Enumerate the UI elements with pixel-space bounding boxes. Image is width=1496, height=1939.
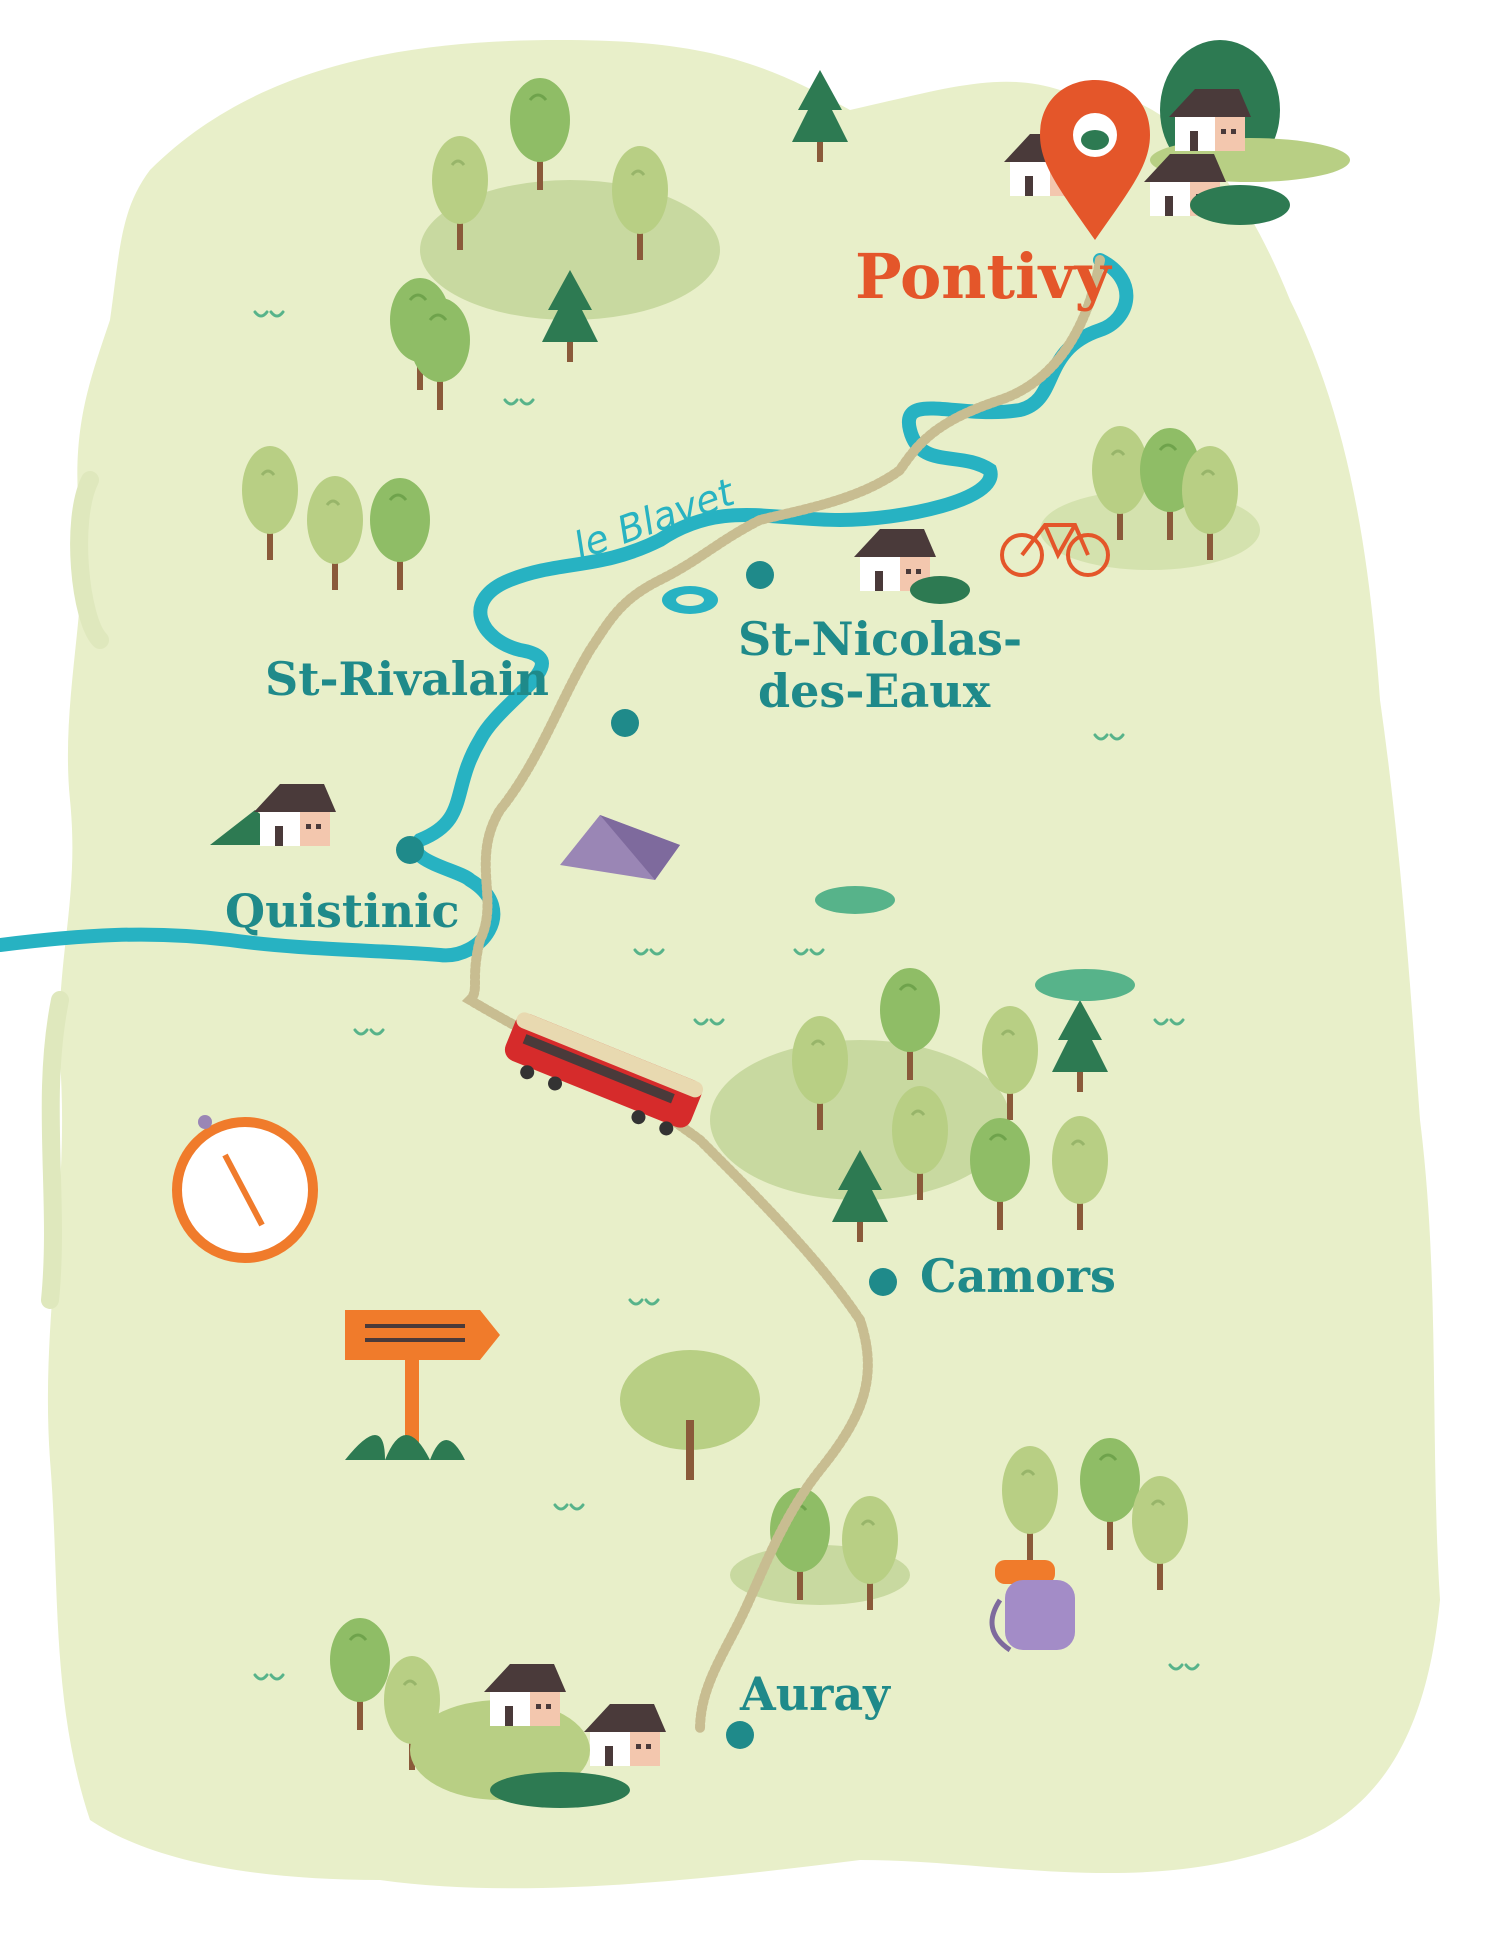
trees-south bbox=[328, 1350, 1190, 1772]
trees-east bbox=[1040, 424, 1260, 570]
river-loop-inner bbox=[676, 594, 704, 606]
railway bbox=[461, 255, 1105, 1735]
town-dot-auray bbox=[726, 1721, 754, 1749]
train-icon bbox=[504, 1012, 704, 1136]
town-label-st-nicolas-line2: des-Eaux bbox=[758, 664, 991, 718]
town-label-auray: Auray bbox=[739, 1667, 891, 1721]
town-dot-st-nicolas bbox=[746, 561, 774, 589]
compass-icon bbox=[172, 1115, 318, 1263]
forest-central bbox=[710, 966, 1110, 1242]
town-dot-quistinic bbox=[396, 836, 424, 864]
town-dot-camors bbox=[869, 1268, 897, 1296]
st-nicolas-house bbox=[854, 529, 970, 604]
town-dot-st-rivalain bbox=[611, 709, 639, 737]
town-label-quistinic: Quistinic bbox=[225, 884, 460, 938]
town-label-camors: Camors bbox=[920, 1249, 1116, 1303]
land-edge bbox=[41, 471, 109, 1309]
pontivy-village bbox=[1004, 40, 1350, 225]
quistinic-house bbox=[210, 784, 336, 846]
auray-village bbox=[410, 1664, 666, 1808]
hill bbox=[815, 886, 895, 914]
backpack-icon bbox=[989, 1560, 1075, 1653]
town-label-pontivy: Pontivy bbox=[855, 240, 1113, 313]
bicycle-icon bbox=[1000, 523, 1110, 577]
town-label-st-nicolas-line1: St-Nicolas- bbox=[738, 612, 1022, 666]
map-pin-icon bbox=[1040, 80, 1150, 240]
forest-northwest bbox=[388, 70, 848, 412]
signpost-icon bbox=[345, 1310, 500, 1460]
river-blavet bbox=[0, 253, 1134, 963]
town-label-st-rivalain: St-Rivalain bbox=[265, 652, 549, 706]
tent-icon bbox=[560, 815, 680, 880]
hill bbox=[1035, 969, 1135, 1001]
